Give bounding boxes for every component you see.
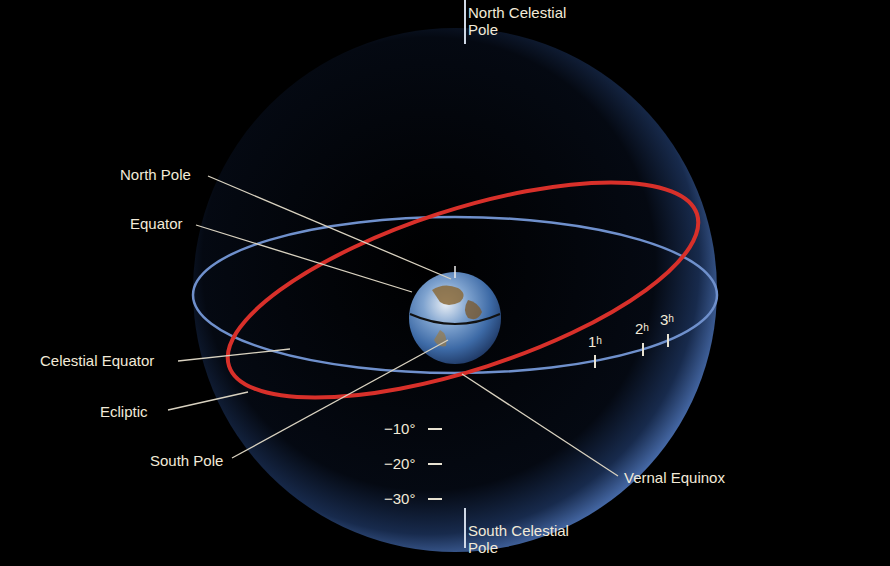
hour-ticks — [595, 334, 668, 368]
pole-label: South Pole — [150, 452, 223, 469]
declination-ticks — [428, 429, 442, 499]
earth — [409, 266, 501, 364]
circle-label: Celestial Equator — [40, 352, 154, 369]
continent — [432, 285, 464, 305]
earth-axis — [454, 266, 456, 278]
hour-tick — [667, 334, 669, 347]
hour-label: 1ʰ — [588, 333, 602, 350]
declination-label: −20° — [384, 455, 415, 472]
leader-line — [196, 225, 412, 292]
equator-label: Equator — [130, 215, 183, 232]
leader-line — [232, 340, 448, 458]
pole-label: North Pole — [120, 166, 191, 183]
declination-label: −10° — [384, 420, 415, 437]
leader-line — [208, 176, 451, 279]
point-label: Vernal Equinox — [624, 469, 725, 486]
hour-tick — [642, 343, 644, 356]
hour-tick — [594, 355, 596, 368]
hour-label: 3ʰ — [660, 311, 674, 328]
declination-label: −30° — [384, 490, 415, 507]
leader-line — [462, 374, 618, 476]
declination-tick — [428, 428, 442, 430]
pole-label: South Celestial Pole — [468, 522, 578, 556]
ecliptic — [204, 138, 721, 442]
earth-equator — [410, 314, 500, 324]
axis-tick — [464, 0, 466, 44]
earth-globe — [409, 272, 501, 364]
continent — [465, 300, 482, 319]
declination-tick — [428, 498, 442, 500]
leader-line — [178, 349, 290, 361]
declination-tick — [428, 463, 442, 465]
leader-lines — [168, 176, 618, 476]
pole-label: North Celestial Pole — [468, 4, 578, 38]
circle-label: Ecliptic — [100, 403, 148, 420]
axis-tick — [464, 508, 466, 548]
leader-line — [168, 392, 248, 410]
hour-label: 2ʰ — [635, 320, 649, 337]
